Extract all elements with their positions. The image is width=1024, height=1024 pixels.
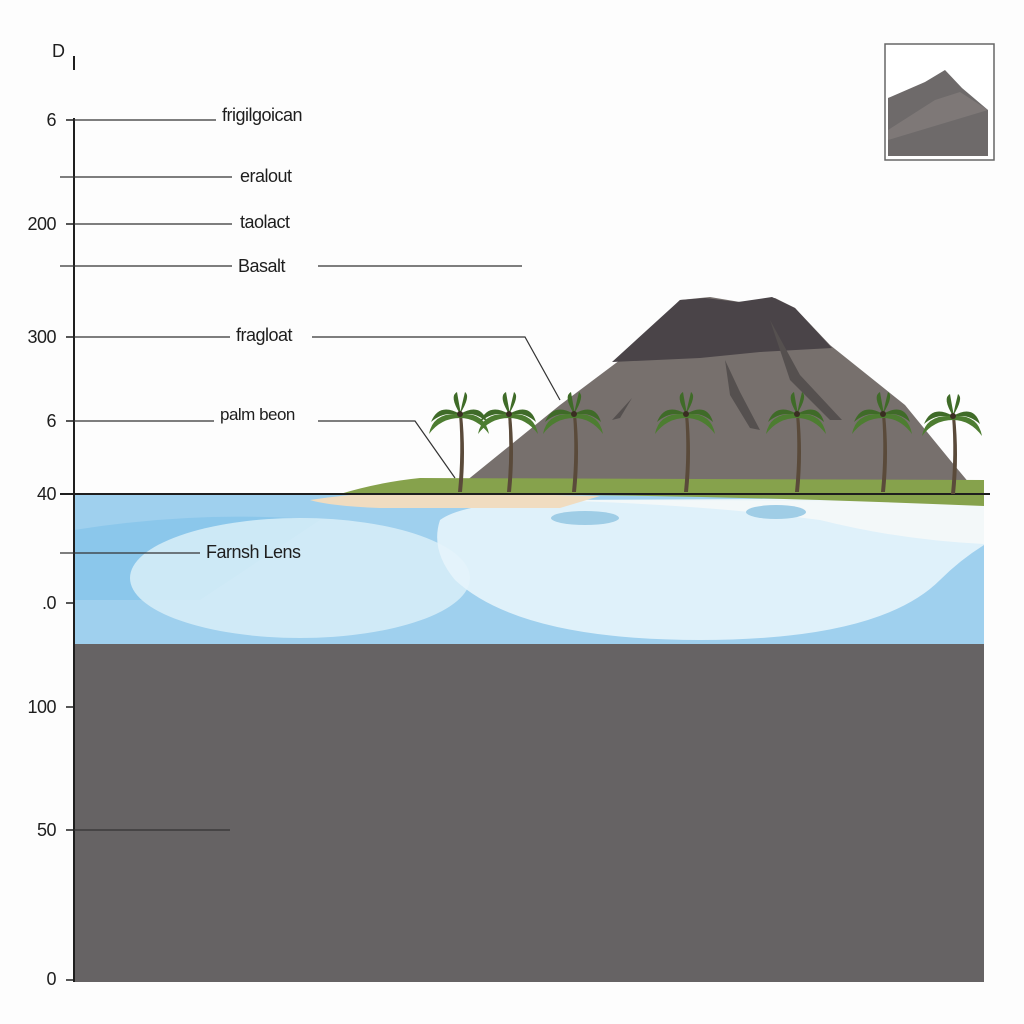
axis-tick-label: 6 bbox=[46, 110, 56, 130]
volcano-crater bbox=[612, 297, 832, 362]
axis-tick-label: 300 bbox=[27, 327, 56, 347]
layer-label: taolact bbox=[240, 212, 290, 232]
volcano-icon bbox=[455, 297, 975, 490]
axis-tick-label: 40 bbox=[36, 484, 57, 504]
sand-beach bbox=[310, 492, 600, 508]
axis-tick-label: 200 bbox=[27, 214, 56, 234]
volcano-ridge-3 bbox=[612, 398, 632, 420]
layer-label: Basalt bbox=[238, 256, 286, 276]
axis-tick-label: 0 bbox=[46, 969, 56, 989]
freshwater-lens-small bbox=[130, 518, 470, 638]
layer-label: frigilgoican bbox=[222, 105, 303, 125]
axis-tick-label: 50 bbox=[36, 820, 57, 840]
grass-shore bbox=[340, 478, 984, 506]
axis-tick-label: 6 bbox=[46, 411, 56, 431]
axis-tick-label: 100 bbox=[27, 697, 56, 717]
lens-pool-2 bbox=[746, 505, 806, 519]
leader-lines bbox=[60, 119, 561, 831]
lens-pool-1 bbox=[551, 511, 619, 525]
layer-label: eralout bbox=[240, 166, 292, 186]
volcano-ridge-2 bbox=[725, 360, 760, 430]
beach-foam bbox=[540, 498, 984, 544]
seabed-layer bbox=[74, 642, 984, 982]
freshwater-lens-large bbox=[437, 499, 985, 640]
axis-tick-label: .0 bbox=[41, 593, 57, 613]
axis-top-label: D bbox=[52, 41, 65, 61]
layer-label: palm beon bbox=[220, 405, 295, 424]
layer-label: fragloat bbox=[236, 325, 293, 345]
freshwater-lens-label: Farnsh Lens bbox=[206, 542, 301, 562]
axis-ticks bbox=[66, 119, 74, 981]
mountain-thumbnail-icon bbox=[884, 43, 995, 161]
